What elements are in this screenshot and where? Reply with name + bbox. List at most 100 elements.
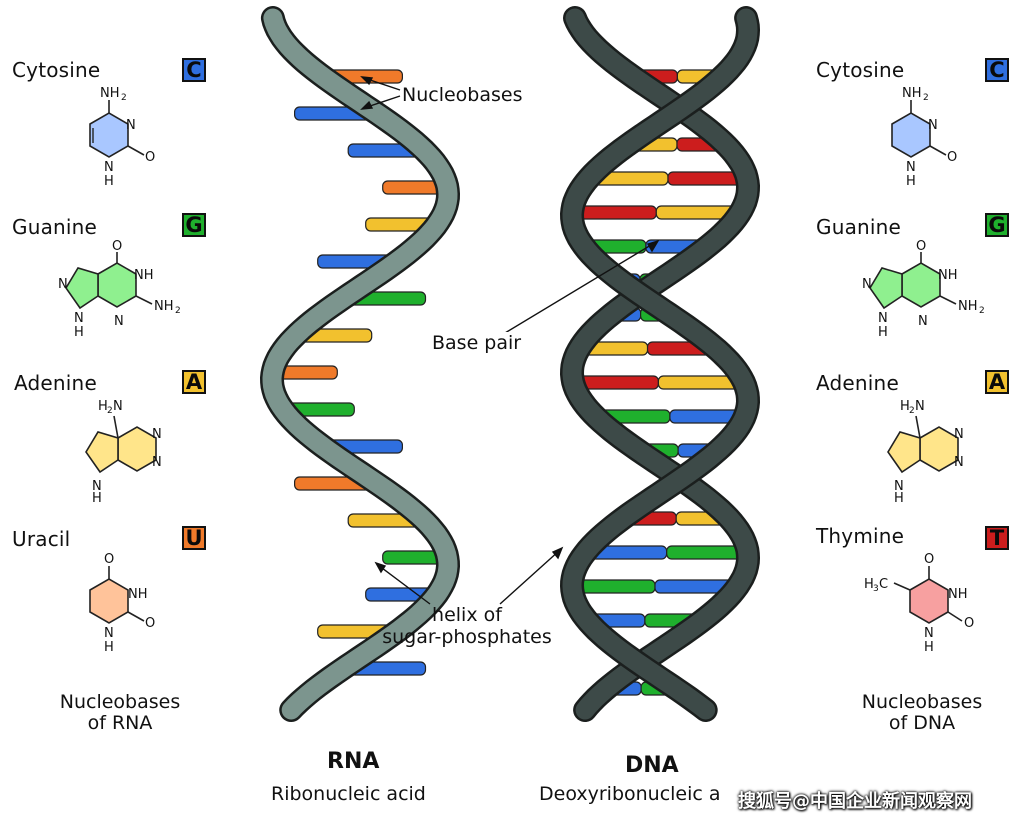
atom-label: O — [916, 239, 926, 254]
atom-label: 3 — [873, 584, 879, 594]
rna-uracil-label: Uracil — [12, 527, 71, 551]
helix-annotation-line: helix of — [432, 604, 502, 626]
rna-guanine-badge: G — [182, 213, 206, 237]
atom-label: 2 — [175, 306, 181, 316]
dna-helix — [559, 6, 761, 722]
atom-label: N — [928, 118, 938, 133]
atom-label: O — [145, 616, 155, 631]
atom-label: N — [924, 626, 934, 641]
atom-label: N — [74, 311, 84, 326]
atom-label: H — [864, 577, 874, 592]
atom-label: C — [879, 577, 888, 592]
base-pair-annotation: Base pair — [430, 332, 524, 354]
atom-label: H — [104, 174, 114, 189]
rna-uracil-structure-icon: O NH N H O — [89, 552, 155, 655]
atom-label: H — [906, 174, 916, 189]
atom-label: NH — [128, 587, 148, 602]
atom-label: N — [58, 277, 68, 292]
rna-cytosine-label: Cytosine — [12, 58, 101, 82]
atom-label: N — [113, 399, 123, 414]
nucleobases-annotation: Nucleobases — [402, 84, 523, 106]
watermark: 搜狐号@中国企业新闻观察网 — [738, 791, 972, 812]
dna-nucleobases-caption: Nucleobases of DNA — [842, 692, 1002, 734]
atom-label: H — [92, 491, 102, 506]
caption-line: of DNA — [888, 712, 956, 734]
atom-label: 2 — [121, 93, 127, 103]
arrow-line — [504, 241, 657, 334]
arrowhead-icon — [360, 76, 374, 86]
atom-label: N — [152, 455, 162, 470]
atom-label: N — [152, 427, 162, 442]
atom-label: O — [947, 150, 957, 165]
atom-label: NH — [958, 299, 978, 314]
atom-label: N — [918, 314, 928, 329]
rna-nucleobases-caption: Nucleobases of RNA — [40, 692, 200, 734]
atom-label: 2 — [107, 406, 113, 416]
dna-backbone-strand-b — [562, 8, 758, 720]
atom-label: 2 — [923, 93, 929, 103]
atom-label: NH — [938, 268, 958, 283]
arrowhead-icon — [374, 561, 387, 574]
atom-label: N — [906, 160, 916, 175]
dna-thymine-label: Thymine — [816, 524, 905, 548]
caption-line: Nucleobases — [861, 691, 983, 713]
annotation-arrows — [360, 76, 660, 605]
atom-label: N — [114, 314, 124, 329]
dna-thymine-badge: T — [985, 526, 1009, 550]
atom-label: N — [954, 455, 964, 470]
rna-subtitle: Ribonucleic acid — [271, 783, 426, 805]
helix-annotation-line: sugar-phosphates — [382, 626, 552, 648]
atom-label: H — [104, 640, 114, 655]
rna-backbone-strand — [262, 8, 458, 720]
atom-label: N — [954, 427, 964, 442]
atom-label: N — [104, 160, 114, 175]
dna-adenine-badge: A — [985, 370, 1009, 394]
dna-guanine-badge: G — [985, 213, 1009, 237]
atom-label: NH — [154, 299, 174, 314]
atom-label: O — [924, 552, 934, 567]
atom-label: H — [900, 399, 910, 414]
arrowhead-icon — [360, 100, 374, 110]
atom-label: O — [145, 150, 155, 165]
atom-label: N — [915, 399, 925, 414]
atom-label: 2 — [979, 306, 985, 316]
atom-label: N — [104, 626, 114, 641]
arrowhead-icon — [551, 546, 564, 560]
dna-title: DNA — [625, 753, 679, 778]
rna-guanine-label: Guanine — [12, 215, 98, 239]
dna-guanine-label: Guanine — [816, 215, 902, 239]
atom-label: NH — [100, 86, 120, 101]
rna-helix — [259, 6, 461, 722]
arrow-line — [377, 564, 431, 605]
atom-label: H — [74, 325, 84, 340]
atom-label: N — [862, 277, 872, 292]
atom-label: O — [112, 239, 122, 254]
atom-label: 2 — [909, 406, 915, 416]
atom-label: N — [894, 479, 904, 494]
helix-annotation: helix of sugar-phosphates — [370, 604, 564, 648]
atom-label: N — [92, 479, 102, 494]
rna-title: RNA — [327, 749, 380, 774]
caption-line: of RNA — [87, 712, 153, 734]
dna-cytosine-label: Cytosine — [816, 58, 905, 82]
atom-label: N — [878, 311, 888, 326]
arrowhead-icon — [646, 239, 660, 253]
atom-label: NH — [134, 268, 154, 283]
caption-line: Nucleobases — [59, 691, 181, 713]
dna-backbone-strand-a — [562, 8, 758, 720]
atom-label: NH — [948, 587, 968, 602]
atom-label: NH — [902, 86, 922, 101]
atom-label: N — [126, 118, 136, 133]
rna-adenine-badge: A — [182, 370, 206, 394]
dna-cytosine-badge: C — [985, 58, 1009, 82]
arrow-line — [499, 549, 561, 605]
dna-subtitle: Deoxyribonucleic a — [539, 783, 721, 805]
rna-adenine-label: Adenine — [14, 371, 97, 395]
atom-label: H — [894, 491, 904, 506]
